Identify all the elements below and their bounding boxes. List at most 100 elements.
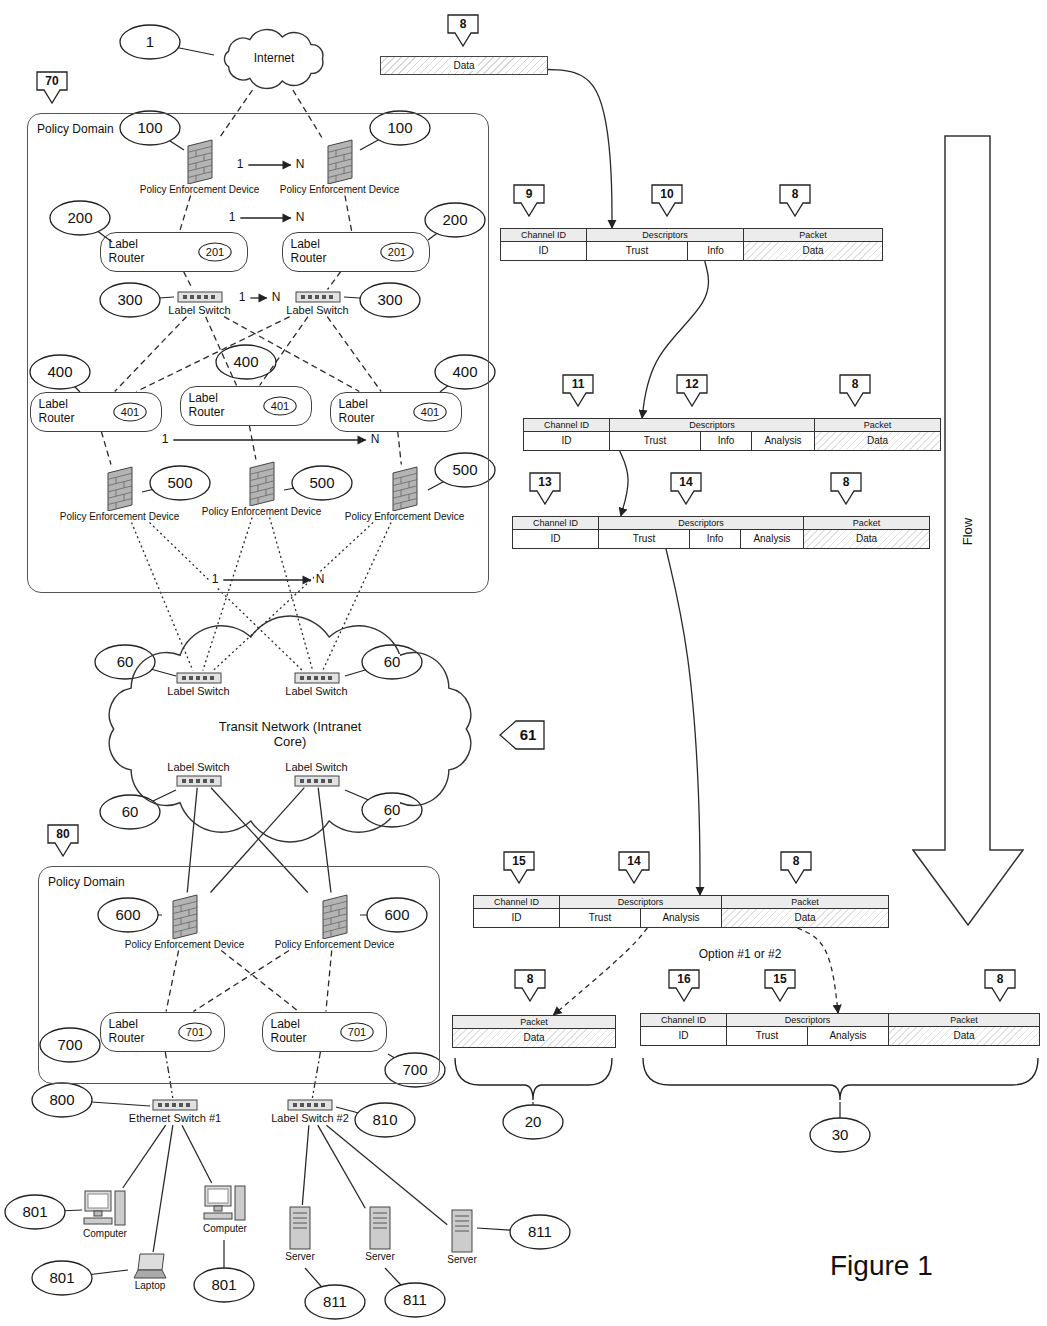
brick-line bbox=[393, 498, 417, 504]
callout-oval bbox=[150, 466, 210, 500]
brick-line bbox=[180, 905, 181, 911]
monitor bbox=[205, 1186, 231, 1206]
node-label: Ethernet Switch #1 bbox=[129, 1112, 221, 1125]
callout-number: 60 bbox=[384, 802, 401, 819]
node-label: Label Switch bbox=[168, 304, 230, 317]
node-label: Server bbox=[447, 1254, 476, 1266]
callout-number: 1 bbox=[146, 34, 154, 51]
brick-line bbox=[328, 152, 352, 158]
connector bbox=[345, 196, 352, 232]
packet-field-cell: ID bbox=[501, 242, 586, 260]
packet-header-cell: Channel ID bbox=[641, 1014, 726, 1026]
callout-oval bbox=[385, 1283, 445, 1317]
cardinality-mark: 1 bbox=[160, 433, 171, 446]
callout-oval bbox=[341, 1023, 373, 1041]
callout-oval bbox=[40, 1028, 100, 1062]
node-label: Laptop bbox=[135, 1280, 166, 1292]
node-label: Label Switch #2 bbox=[271, 1112, 349, 1125]
brick-line bbox=[328, 171, 352, 177]
switch-node: Label Switch bbox=[285, 761, 347, 788]
device-icon bbox=[244, 460, 280, 506]
connector bbox=[249, 426, 256, 460]
stand bbox=[214, 1206, 222, 1211]
callout-oval bbox=[5, 1195, 65, 1229]
brick-line bbox=[328, 165, 352, 171]
drive-slot bbox=[455, 1231, 469, 1232]
switch-port bbox=[308, 295, 312, 299]
switch-body bbox=[295, 776, 339, 786]
callout-number: 800 bbox=[49, 1092, 74, 1109]
switch-port bbox=[307, 779, 311, 783]
leader-lines bbox=[35, 42, 840, 1302]
drive-slot bbox=[293, 1213, 307, 1214]
switch-body bbox=[296, 292, 340, 302]
callout-arrow-box bbox=[652, 185, 682, 216]
device-icon bbox=[182, 138, 218, 184]
callout-number: 15 bbox=[512, 855, 525, 868]
switch-port bbox=[314, 676, 318, 680]
policy-enforcement-device: Policy Enforcement Device bbox=[60, 465, 180, 523]
connector bbox=[136, 317, 289, 392]
brick-line bbox=[188, 146, 212, 152]
label-router: Label Router bbox=[330, 392, 462, 432]
callout-number: 14 bbox=[627, 855, 640, 868]
callout-arrow-box bbox=[765, 970, 795, 1001]
device-icon bbox=[203, 1183, 247, 1223]
figure-caption: Figure 1 bbox=[830, 1250, 933, 1282]
callout-oval bbox=[264, 397, 296, 415]
callout-oval bbox=[355, 1103, 415, 1137]
data-block: Data bbox=[380, 56, 548, 75]
node-label: Data bbox=[450, 60, 477, 71]
callout-number: 8 bbox=[843, 476, 850, 489]
callout-arrow-box bbox=[669, 970, 699, 1001]
drive-slot bbox=[373, 1213, 387, 1214]
packet-header-cell: Channel ID bbox=[474, 896, 559, 908]
switch-port bbox=[301, 295, 305, 299]
switch-port bbox=[186, 1103, 190, 1107]
packet-field-cell: Info bbox=[688, 242, 743, 260]
brick-line bbox=[335, 150, 336, 156]
node-label: Transit Network (Intranet Core) bbox=[215, 720, 365, 750]
connector bbox=[666, 549, 700, 895]
firewall-wall bbox=[393, 467, 417, 511]
switch-body bbox=[178, 292, 222, 302]
server-node: Server bbox=[365, 1205, 394, 1263]
packet-field-cell: Analysis bbox=[808, 1027, 888, 1045]
connector bbox=[115, 317, 187, 392]
node-label: Label Router bbox=[291, 238, 341, 266]
callout-oval bbox=[30, 355, 90, 389]
connector bbox=[211, 788, 308, 893]
callout-number: 400 bbox=[47, 364, 72, 381]
callout-oval bbox=[305, 1285, 365, 1319]
policy-enforcement-device: Policy Enforcement Device bbox=[125, 893, 245, 951]
node-label: Computer bbox=[83, 1228, 127, 1240]
brick-line bbox=[408, 494, 409, 500]
cardinality-arrow bbox=[250, 297, 266, 298]
packet-field-cell: ID bbox=[513, 530, 598, 548]
firewall-wall bbox=[188, 140, 212, 184]
brick-line bbox=[188, 171, 212, 177]
device-icon bbox=[294, 774, 340, 788]
node-label: Policy Enforcement Device bbox=[60, 511, 180, 523]
firewall-wall bbox=[173, 895, 197, 939]
callout-number: 700 bbox=[57, 1037, 82, 1054]
cardinality-mark: 1 bbox=[227, 211, 238, 224]
connector bbox=[318, 788, 331, 893]
brick-line bbox=[335, 175, 336, 181]
callout-arrow-box bbox=[781, 852, 811, 883]
connector bbox=[270, 518, 313, 671]
packet-field-cell: ID bbox=[641, 1027, 726, 1045]
node-label: Server bbox=[365, 1251, 394, 1263]
keyboard bbox=[204, 1213, 232, 1219]
brick-line bbox=[195, 175, 196, 181]
switch-port bbox=[314, 1103, 318, 1107]
switch-node: Ethernet Switch #1 bbox=[129, 1098, 221, 1125]
callout-arrow-box bbox=[504, 852, 534, 883]
network-cloud: Internet bbox=[215, 28, 333, 90]
firewall-wall bbox=[250, 462, 274, 506]
switch-port bbox=[210, 779, 214, 783]
callout-oval bbox=[120, 25, 180, 59]
connector bbox=[210, 788, 304, 893]
packet-field-cell: Trust bbox=[610, 432, 700, 450]
callout-number: 600 bbox=[384, 907, 409, 924]
